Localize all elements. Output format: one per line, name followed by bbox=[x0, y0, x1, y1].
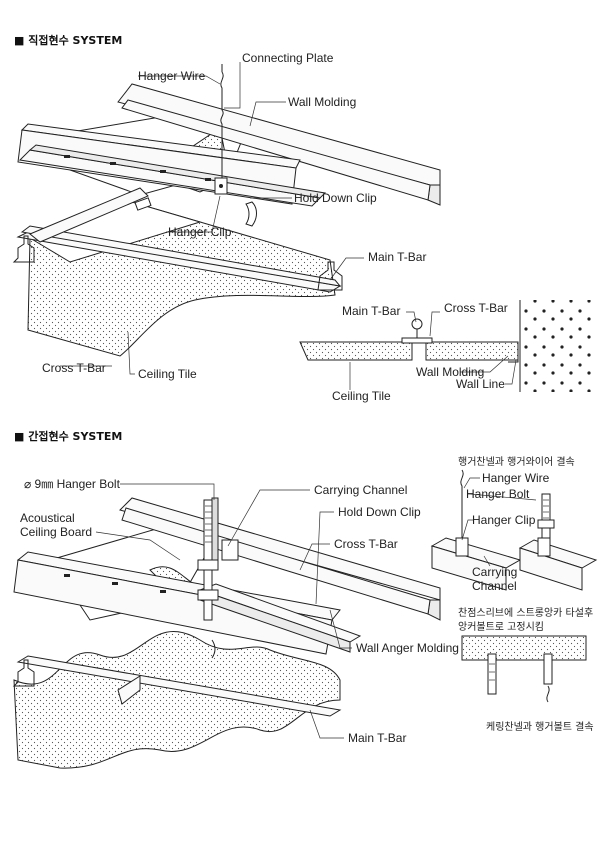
detail2-anchor-line2: 앙커볼트로 고정시킴 bbox=[458, 621, 544, 633]
label-wall-anger-molding: Wall Anger Molding bbox=[356, 641, 459, 655]
label-hanger-bolt: ⌀ 9㎜ Hanger Bolt bbox=[24, 477, 121, 491]
direct-suspension-illustration bbox=[12, 64, 441, 357]
section2-detail-illustration bbox=[430, 469, 598, 703]
label-connecting-plate: Connecting Plate bbox=[242, 51, 334, 65]
section2-detail-leaders bbox=[461, 477, 537, 567]
label-acoustical: Acoustical bbox=[20, 511, 75, 525]
label-main-t-bar-2: Main T-Bar bbox=[348, 731, 406, 745]
detail1-main-t-bar: Main T-Bar bbox=[342, 304, 400, 318]
detail1-wall-line: Wall Line bbox=[456, 377, 505, 391]
section1-title: ■ 직접현수 SYSTEM bbox=[14, 33, 122, 47]
section2-leaders bbox=[95, 483, 352, 739]
label-ceiling-board: Ceiling Board bbox=[20, 525, 92, 539]
section1-leaders bbox=[60, 62, 364, 375]
label-hold-down-clip-2: Hold Down Clip bbox=[338, 505, 421, 519]
section1-detail-illustration bbox=[299, 300, 594, 392]
label-cross-t-bar: Cross T-Bar bbox=[42, 361, 106, 375]
detail2-hanger-bolt: Hanger Bolt bbox=[466, 487, 530, 501]
section2-title: ■ 간접현수 SYSTEM bbox=[14, 429, 122, 443]
label-hanger-clip: Hanger Clip bbox=[168, 225, 232, 239]
detail1-wall-molding: Wall Molding bbox=[416, 365, 484, 379]
detail2-anchor-line1: 찬점스리브에 스트롱앙카 타설후 bbox=[458, 607, 593, 619]
label-ceiling-tile: Ceiling Tile bbox=[138, 367, 197, 381]
label-main-t-bar: Main T-Bar bbox=[368, 250, 426, 264]
detail1-cross-t-bar: Cross T-Bar bbox=[444, 301, 508, 315]
label-hold-down-clip: Hold Down Clip bbox=[294, 191, 377, 205]
label-cross-t-bar-2: Cross T-Bar bbox=[334, 537, 398, 551]
detail2-channel: Channel bbox=[472, 579, 517, 593]
detail2-carrying: Carrying bbox=[472, 565, 517, 579]
detail2-hanger-wire: Hanger Wire bbox=[482, 471, 550, 485]
detail2-caption-top: 행거찬넬과 행거와이어 결속 bbox=[458, 456, 575, 468]
detail2-hanger-clip: Hanger Clip bbox=[472, 513, 536, 527]
label-hanger-wire: Hanger Wire bbox=[138, 69, 206, 83]
label-wall-molding: Wall Molding bbox=[288, 95, 356, 109]
section1-detail-leaders bbox=[349, 311, 517, 390]
detail2-caption-bottom: 케링찬넬과 행거볼트 결속 bbox=[486, 721, 594, 733]
label-carrying-channel: Carrying Channel bbox=[314, 483, 407, 497]
indirect-suspension-illustration bbox=[12, 497, 441, 769]
detail1-ceiling-tile: Ceiling Tile bbox=[332, 389, 391, 403]
